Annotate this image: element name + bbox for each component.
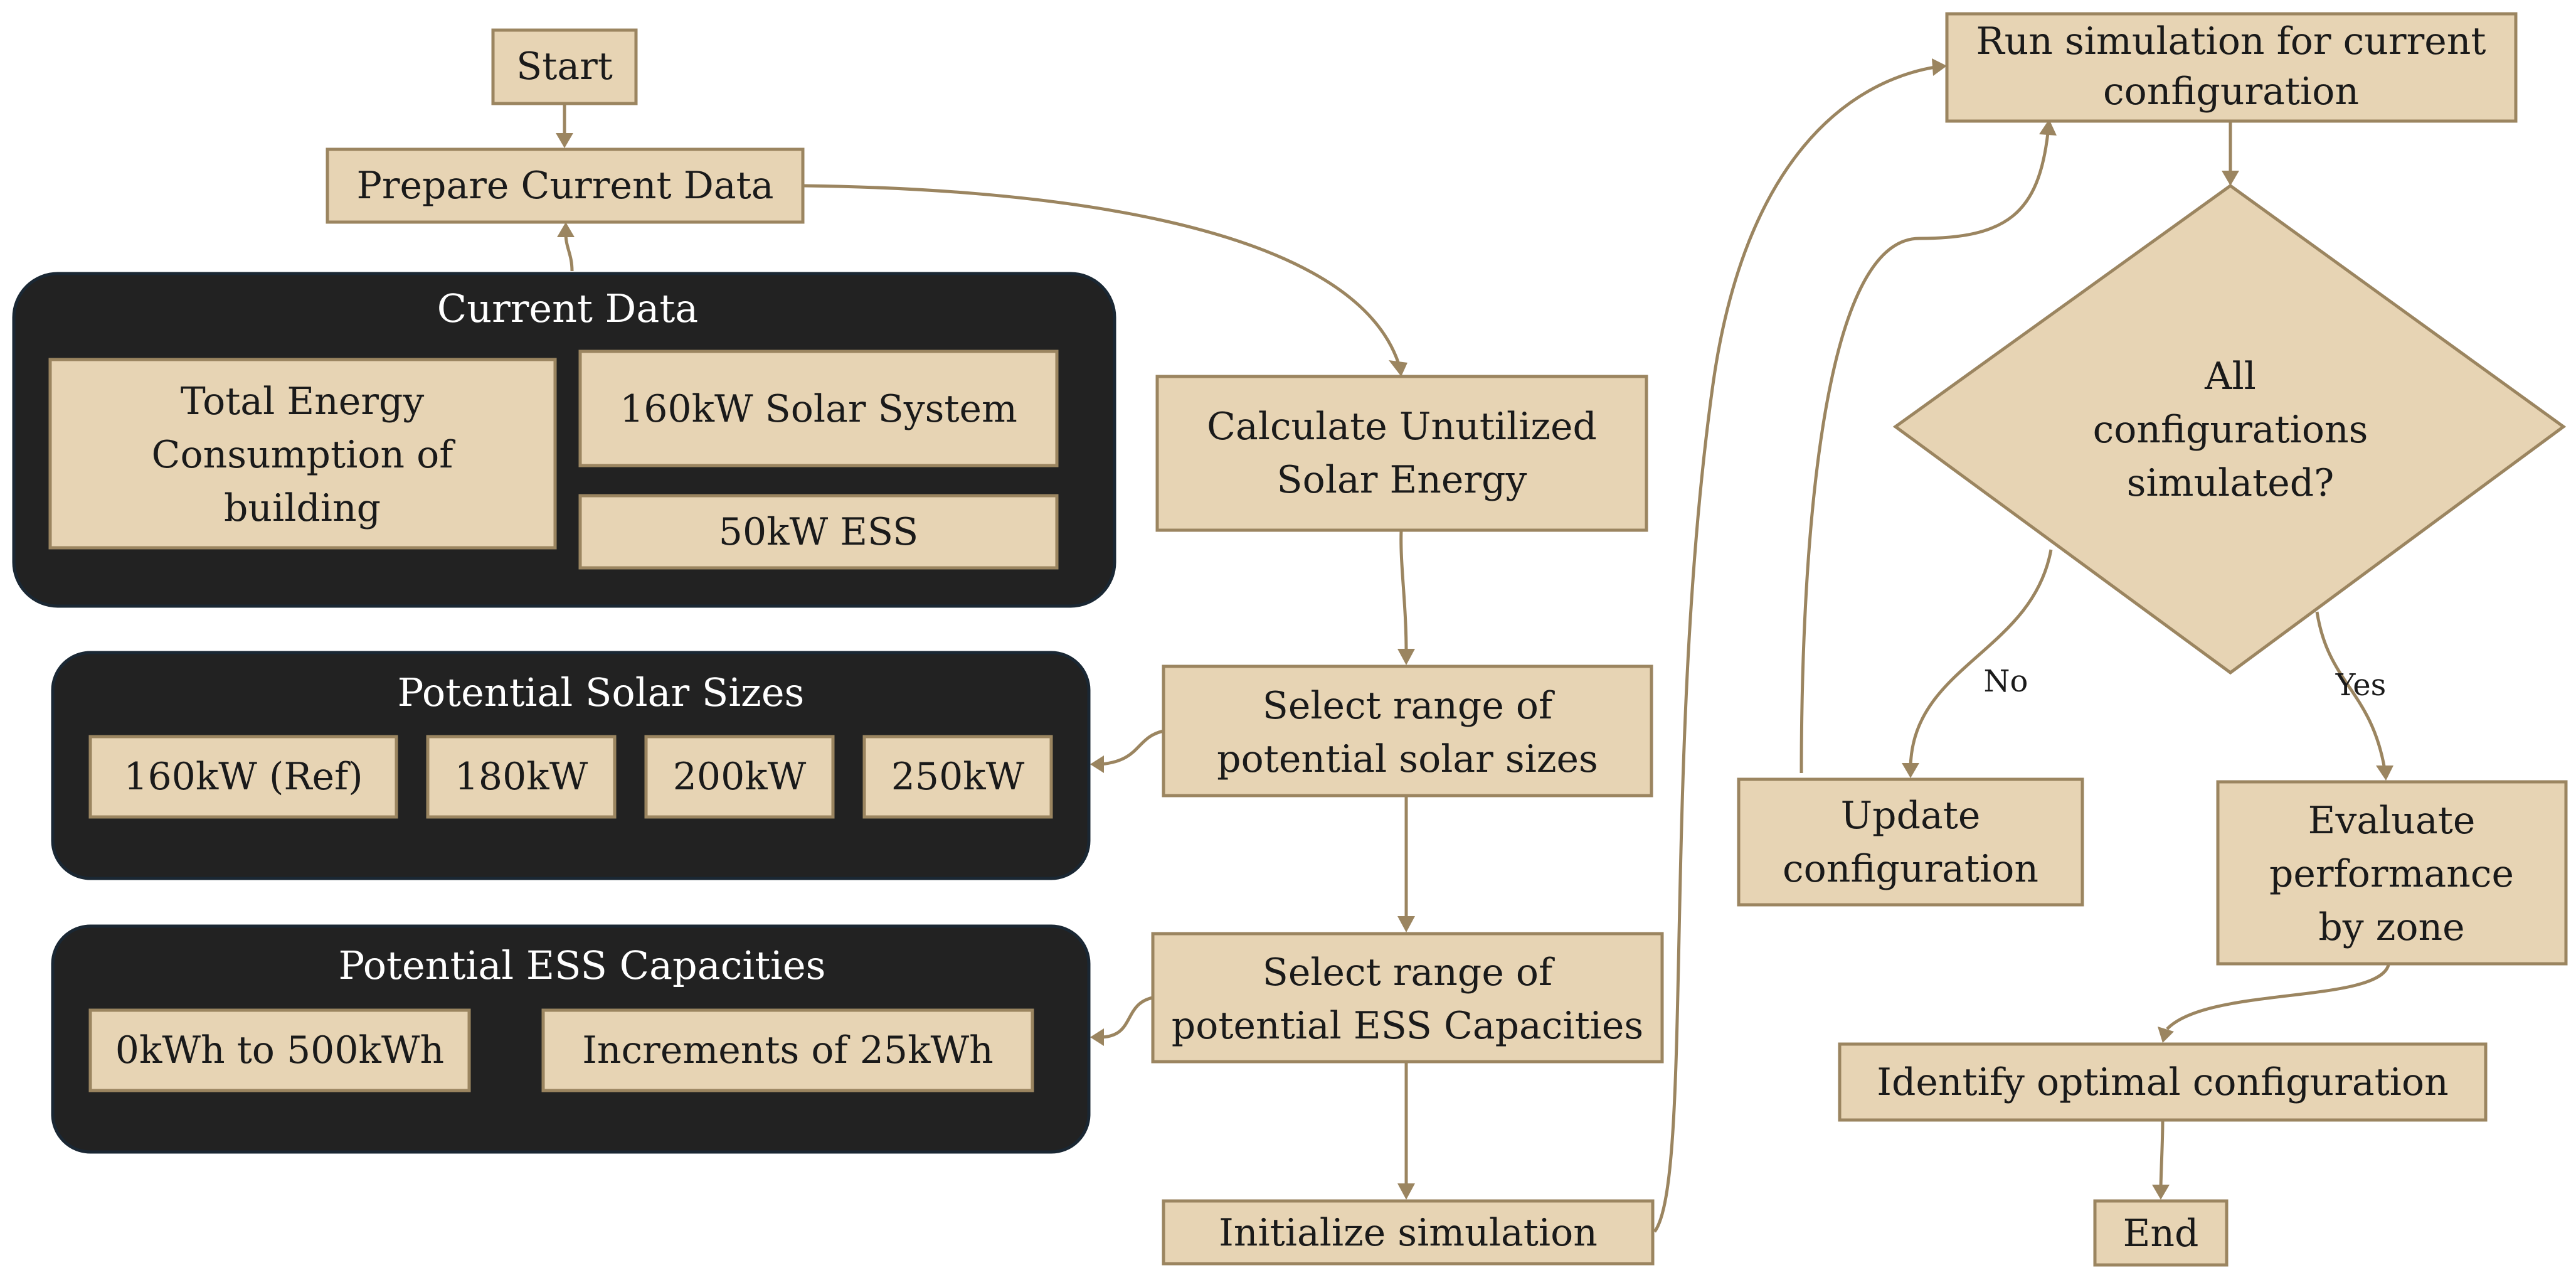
select-solar-sizes-node: Select range of potential solar sizes — [1162, 664, 1653, 798]
prepare-current-data-node: Prepare Current Data — [326, 147, 805, 224]
arrowhead — [1090, 755, 1104, 773]
current-data-title: Current Data — [437, 285, 698, 331]
initialize-simulation-node: Initialize simulation — [1162, 1199, 1655, 1266]
arrowhead — [2376, 766, 2393, 781]
arrowhead — [1397, 916, 1415, 932]
connector-update-to-run — [1799, 132, 2050, 774]
start-label: Start — [516, 45, 613, 88]
end-node: End — [2093, 1199, 2229, 1267]
connector-decision-to-update — [1909, 549, 2053, 767]
total-energy-line-1: Total Energy — [181, 380, 425, 424]
connector-calc-to-select-solar — [1399, 530, 1408, 653]
select-ess-capacities-node: Select range of potential ESS Capacities — [1151, 932, 1664, 1064]
arrowhead — [1389, 360, 1407, 376]
evaluate-performance-line-2: performance — [2269, 852, 2514, 896]
evaluate-performance-line-1: Evaluate — [2308, 799, 2476, 843]
select-ess-capacities-line-2: potential ESS Capacities — [1172, 1004, 1643, 1048]
select-solar-sizes-line-2: potential solar sizes — [1217, 737, 1598, 781]
identify-optimal-node: Identify optimal configuration — [1838, 1042, 2488, 1122]
total-energy-box: Total Energy Consumption of building — [48, 358, 557, 550]
decision-line-1: All — [2204, 355, 2256, 398]
update-configuration-node: Update configuration — [1737, 777, 2084, 907]
ess-box: 50kW ESS — [578, 494, 1059, 570]
connector-evaluate-to-identify — [2166, 964, 2390, 1030]
evaluate-performance-line-3: by zone — [2318, 905, 2464, 949]
potential-solar-sizes-title: Potential Solar Sizes — [398, 670, 805, 715]
arrowhead — [1397, 1183, 1415, 1200]
connectors — [556, 58, 2393, 1233]
connector-select-solar-to-panel — [1100, 729, 1164, 766]
arrowhead — [2158, 1027, 2174, 1043]
connector-select-ess-to-panel — [1100, 996, 1153, 1039]
arrowhead — [1902, 763, 1919, 778]
connector-identify-to-end — [2159, 1119, 2165, 1188]
connector-decision-to-evaluate — [2315, 611, 2387, 770]
edge-label-yes: Yes — [2335, 668, 2387, 703]
total-energy-line-3: building — [224, 486, 381, 530]
run-simulation-line-1: Run simulation for current — [1976, 19, 2486, 63]
current-data-panel: Current Data Total Energy Consumption of… — [12, 272, 1116, 608]
evaluate-performance-node: Evaluate performance by zone — [2216, 780, 2568, 966]
calculate-unutilized-line-2: Solar Energy — [1277, 458, 1527, 502]
all-configurations-decision: All configurations simulated? — [1892, 183, 2567, 675]
potential-ess-capacities-title: Potential ESS Capacities — [339, 942, 826, 988]
run-simulation-node: Run simulation for current configuration — [1945, 12, 2518, 123]
arrowhead — [2039, 119, 2057, 136]
connector-panel-to-prepare — [564, 233, 574, 272]
potential-solar-sizes-panel: Potential Solar Sizes 160kW (Ref) 180kW … — [51, 651, 1091, 880]
update-configuration-line-2: configuration — [1783, 847, 2038, 891]
select-solar-sizes-line-1: Select range of — [1263, 684, 1555, 728]
prepare-current-data-label: Prepare Current Data — [356, 164, 773, 208]
total-energy-line-2: Consumption of — [152, 433, 456, 477]
end-label: End — [2123, 1212, 2199, 1256]
arrowhead — [557, 222, 575, 237]
arrowhead — [2222, 171, 2239, 186]
start-node: Start — [491, 28, 638, 105]
run-simulation-line-2: configuration — [2103, 70, 2359, 114]
decision-line-3: simulated? — [2127, 461, 2335, 505]
arrowhead — [2152, 1185, 2170, 1200]
ess-label: 50kW ESS — [719, 510, 918, 554]
select-ess-capacities-line-1: Select range of — [1263, 951, 1555, 995]
arrowhead — [1397, 649, 1415, 665]
arrowhead — [1932, 58, 1947, 76]
arrowhead — [556, 133, 573, 148]
ess-capacity-item: Increments of 25kWh — [582, 1028, 994, 1072]
calculate-unutilized-line-1: Calculate Unutilized — [1207, 405, 1597, 449]
solar-size-item: 180kW — [455, 755, 588, 799]
initialize-simulation-label: Initialize simulation — [1219, 1211, 1598, 1255]
solar-size-item: 160kW (Ref) — [124, 755, 363, 799]
solar-size-item: 200kW — [673, 755, 807, 799]
solar-system-box: 160kW Solar System — [578, 349, 1059, 467]
edge-label-no: No — [1984, 664, 2028, 699]
potential-ess-capacities-panel: Potential ESS Capacities 0kWh to 500kWh … — [51, 924, 1091, 1154]
arrowhead — [1090, 1028, 1104, 1046]
calculate-unutilized-node: Calculate Unutilized Solar Energy — [1155, 375, 1648, 532]
update-configuration-line-1: Update — [1841, 794, 1981, 838]
identify-optimal-label: Identify optimal configuration — [1877, 1060, 2448, 1104]
connector-init-to-run — [1653, 65, 1936, 1233]
connector-prepare-to-calc — [803, 184, 1401, 365]
solar-system-label: 160kW Solar System — [620, 387, 1017, 431]
ess-capacity-item: 0kWh to 500kWh — [115, 1028, 444, 1072]
solar-size-item: 250kW — [891, 755, 1025, 799]
decision-line-2: configurations — [2093, 408, 2368, 452]
